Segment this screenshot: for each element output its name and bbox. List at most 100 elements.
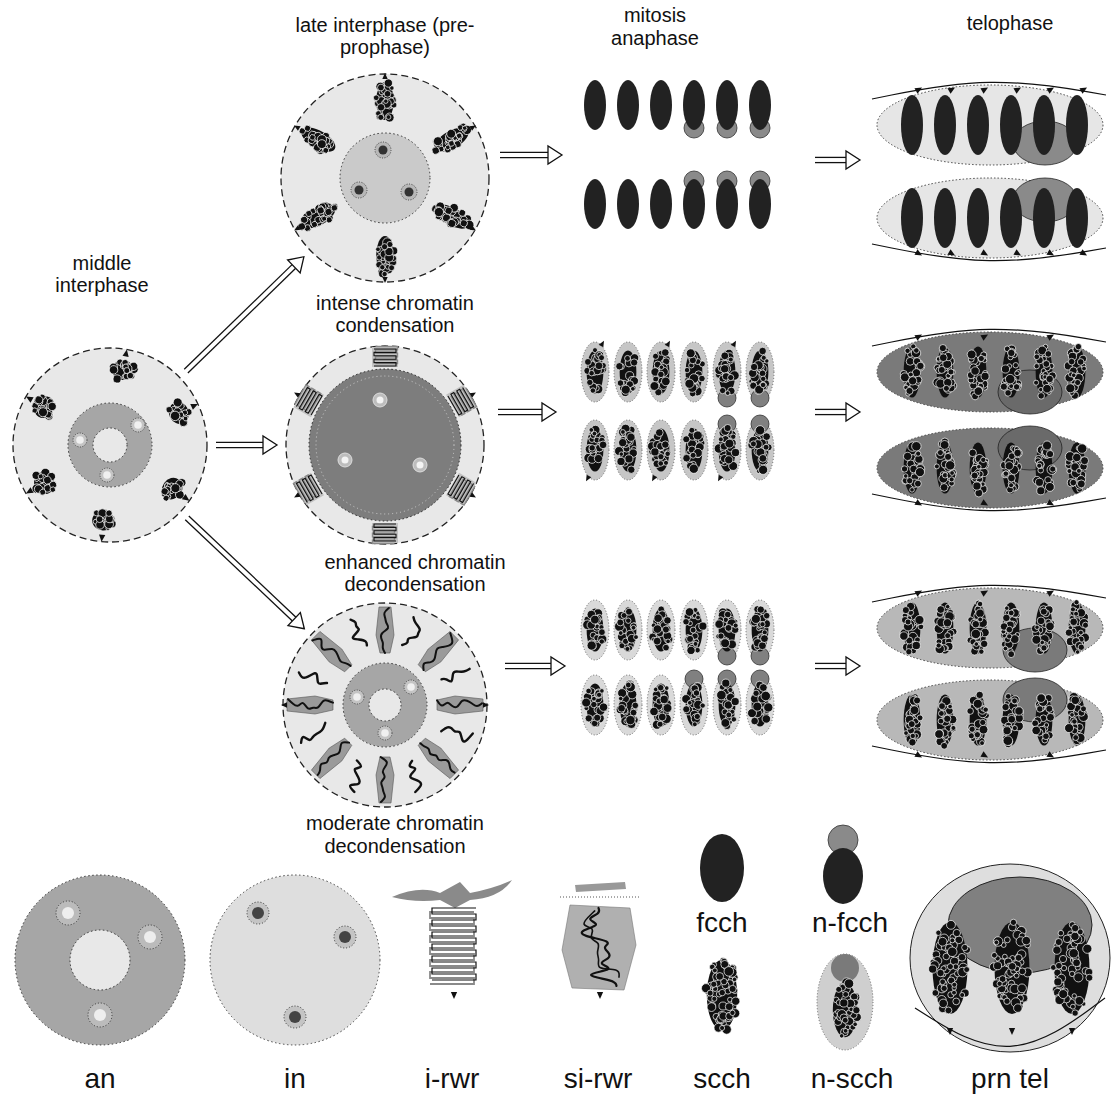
chromatin-blob-part [686,349,695,358]
envelope-line [872,329,1106,346]
chromatin-blob-part [1037,706,1044,713]
chromatin-blob-part [976,691,983,698]
condensed-chromosome [716,179,738,229]
chromatin-blob-part [750,441,756,447]
fibrillar-center [131,418,145,432]
nucleus-outline [12,347,208,543]
chromosome-halo [713,342,741,402]
chromatin-blob-part [1013,384,1019,390]
chromatin-blob [107,357,140,386]
stage-transition-arrow [185,516,304,629]
telomere-mark [947,1028,953,1035]
chromatin-blob-part [725,1003,733,1011]
chromatin-blob-part [947,920,956,929]
chromatin-blob-part [660,695,668,703]
telomere-mark [980,88,988,94]
chromatin-blob-part [687,646,695,654]
chromatin-blob-part [1005,606,1009,610]
chromatin-blob-part [943,619,951,627]
arrow-part [551,657,565,675]
chromatin-blob-part [1082,622,1088,628]
fibrillar-core [252,907,264,919]
stage-arrow [815,657,860,675]
chromatin-blob-part [945,453,952,460]
arrow-part [815,668,846,669]
chromatin-blob [1064,343,1086,399]
arrow-part [498,409,542,410]
chromatin-blob-part [625,682,631,688]
chromatin-blob-part [980,719,986,725]
chromatin-blob-part [1047,465,1057,475]
chromatin-blob-part [994,962,1001,969]
chromatin-blob-part [761,635,769,643]
chromatin-blob-part [693,431,702,440]
chromatin-blob [1032,694,1055,746]
chromatin-blob-part [936,450,945,459]
chromatin-blob [683,607,707,654]
chromatin-blob-part [997,981,1002,986]
chromatin-blob-part [940,483,948,491]
arrow-part [498,414,542,415]
chromatin-blob-part [628,466,635,473]
envelope-line [915,998,1105,1046]
chromatin-blob-part [1086,974,1093,981]
fibrillar-center [351,182,367,198]
chromatin-blob-part [753,702,762,711]
chromatin-blob-part [599,703,607,711]
chromatin-blob-part [707,990,713,996]
chromatin-blob-part [843,991,849,997]
chromatin-blob-part [1072,695,1081,704]
chromatin-blob [1065,600,1089,655]
chromatin-blob-part [1035,625,1039,629]
chromatin-blob-part [592,696,597,701]
condensed-chromosome [901,188,923,248]
chromatin-blob-part [759,684,767,692]
fibrillar-center [375,142,391,158]
telomere-mark [123,349,130,357]
telomere-mark [1046,751,1054,757]
chromatin-blob-part [630,623,637,630]
chromosome-halo [746,420,774,480]
chromatin-blob-part [973,699,982,708]
chromatin-blob-part [1038,393,1045,400]
chromatin-blob-part [625,455,633,463]
chromatin-blob-part [699,375,706,382]
chromatin-blob-part [910,488,915,493]
stage-arrow [498,403,556,421]
chromatin-blob-part [621,385,630,394]
telomere-mark [1046,591,1054,597]
anaphase-chromosomes [581,80,774,735]
chromatin-blob-part [1070,618,1078,626]
chromatin-blob-part [618,631,623,636]
telomere-mark [586,475,591,482]
fibrillar-core [94,1009,106,1021]
chromatin-blob-part [625,646,630,651]
chromatin-blob-part [914,697,921,704]
rwr-bar [575,882,626,892]
chromatin-blob-part [950,471,955,476]
nucleolus [68,403,152,487]
chromatin-blob-part [977,464,982,469]
chromatin-blob-part [1070,479,1077,486]
arrow-part [263,436,277,454]
chromatin-blob-part [162,494,170,502]
chromatin-blob-part [655,429,663,437]
arrow-part [846,151,860,169]
chromatin-blob-part [1075,996,1084,1005]
chromatin-blob-part [953,998,960,1005]
chromosome-halo [680,342,708,402]
chromatin-blob-part [842,1017,848,1023]
arrow-part [216,442,263,443]
chromatin-blob-part [728,687,733,692]
chromatin-blob-part [657,684,664,691]
chromatin-blob-part [1015,371,1020,376]
chromatin-blob-part [759,347,767,355]
chromatin-blob-part [661,349,669,357]
chromatin-blob-part [683,454,691,462]
daughter-nucleus [877,332,1103,412]
chromatin-blob-part [843,1028,848,1033]
chromatin-blob-part [952,982,957,987]
chromatin-blob-part [1053,946,1061,954]
chromocenter [19,463,63,504]
